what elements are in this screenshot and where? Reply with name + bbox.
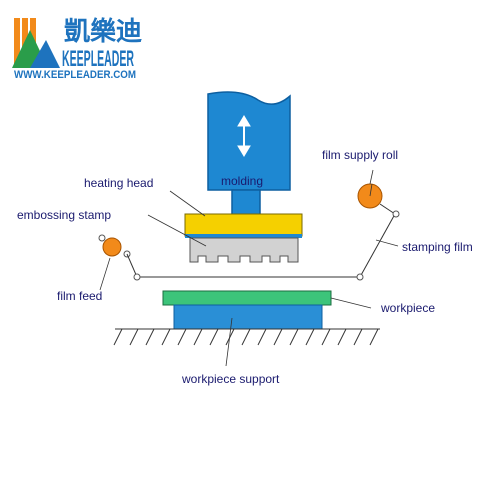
logo-chinese-text: 凱樂迪 xyxy=(64,16,142,47)
label-film-feed: film feed xyxy=(57,289,102,303)
label-molding: molding xyxy=(221,174,263,188)
heating-head-base xyxy=(185,234,302,238)
leader-lines xyxy=(99,169,399,367)
label-workpiece: workpiece xyxy=(380,301,435,315)
stamping-film xyxy=(126,203,396,278)
label-workpiece-support: workpiece support xyxy=(181,372,280,386)
leader-film-feed xyxy=(99,257,111,291)
film-guide-pin xyxy=(392,210,400,218)
feed-guide-pin xyxy=(98,234,106,242)
label-embossing-stamp: embossing stamp xyxy=(17,208,111,222)
press-ram xyxy=(207,91,291,191)
leader-embossing-stamp xyxy=(147,214,207,247)
logo-mark-icon xyxy=(12,18,60,68)
molding-press xyxy=(207,91,291,217)
film-guide-pin xyxy=(356,273,364,281)
label-film-supply-roll: film supply roll xyxy=(322,148,398,162)
leader-film-supply-roll xyxy=(369,169,374,185)
label-heating-head: heating head xyxy=(84,176,153,190)
embossing-stamp xyxy=(189,237,299,263)
keepleader-logo: 凱樂迪 KEEPLEADER WWW.KEEPLEADER.COM xyxy=(12,16,142,81)
logo-url-text: WWW.KEEPLEADER.COM xyxy=(14,69,136,81)
leader-stamping-film xyxy=(375,239,399,247)
film-guide-pin xyxy=(133,273,141,281)
leader-heating-head xyxy=(169,190,206,217)
label-stamping-film: stamping film xyxy=(402,240,473,254)
up-down-arrow-icon xyxy=(237,115,251,157)
leader-workpiece xyxy=(330,297,372,309)
ground-base xyxy=(113,328,380,346)
logo-english-text: KEEPLEADER xyxy=(62,46,134,71)
workpiece xyxy=(162,290,332,306)
film-feed-roll xyxy=(102,237,122,257)
workpiece-support xyxy=(173,304,323,330)
heating-head xyxy=(184,213,303,237)
leader-workpiece-support xyxy=(225,317,233,367)
press-neck xyxy=(231,189,261,217)
